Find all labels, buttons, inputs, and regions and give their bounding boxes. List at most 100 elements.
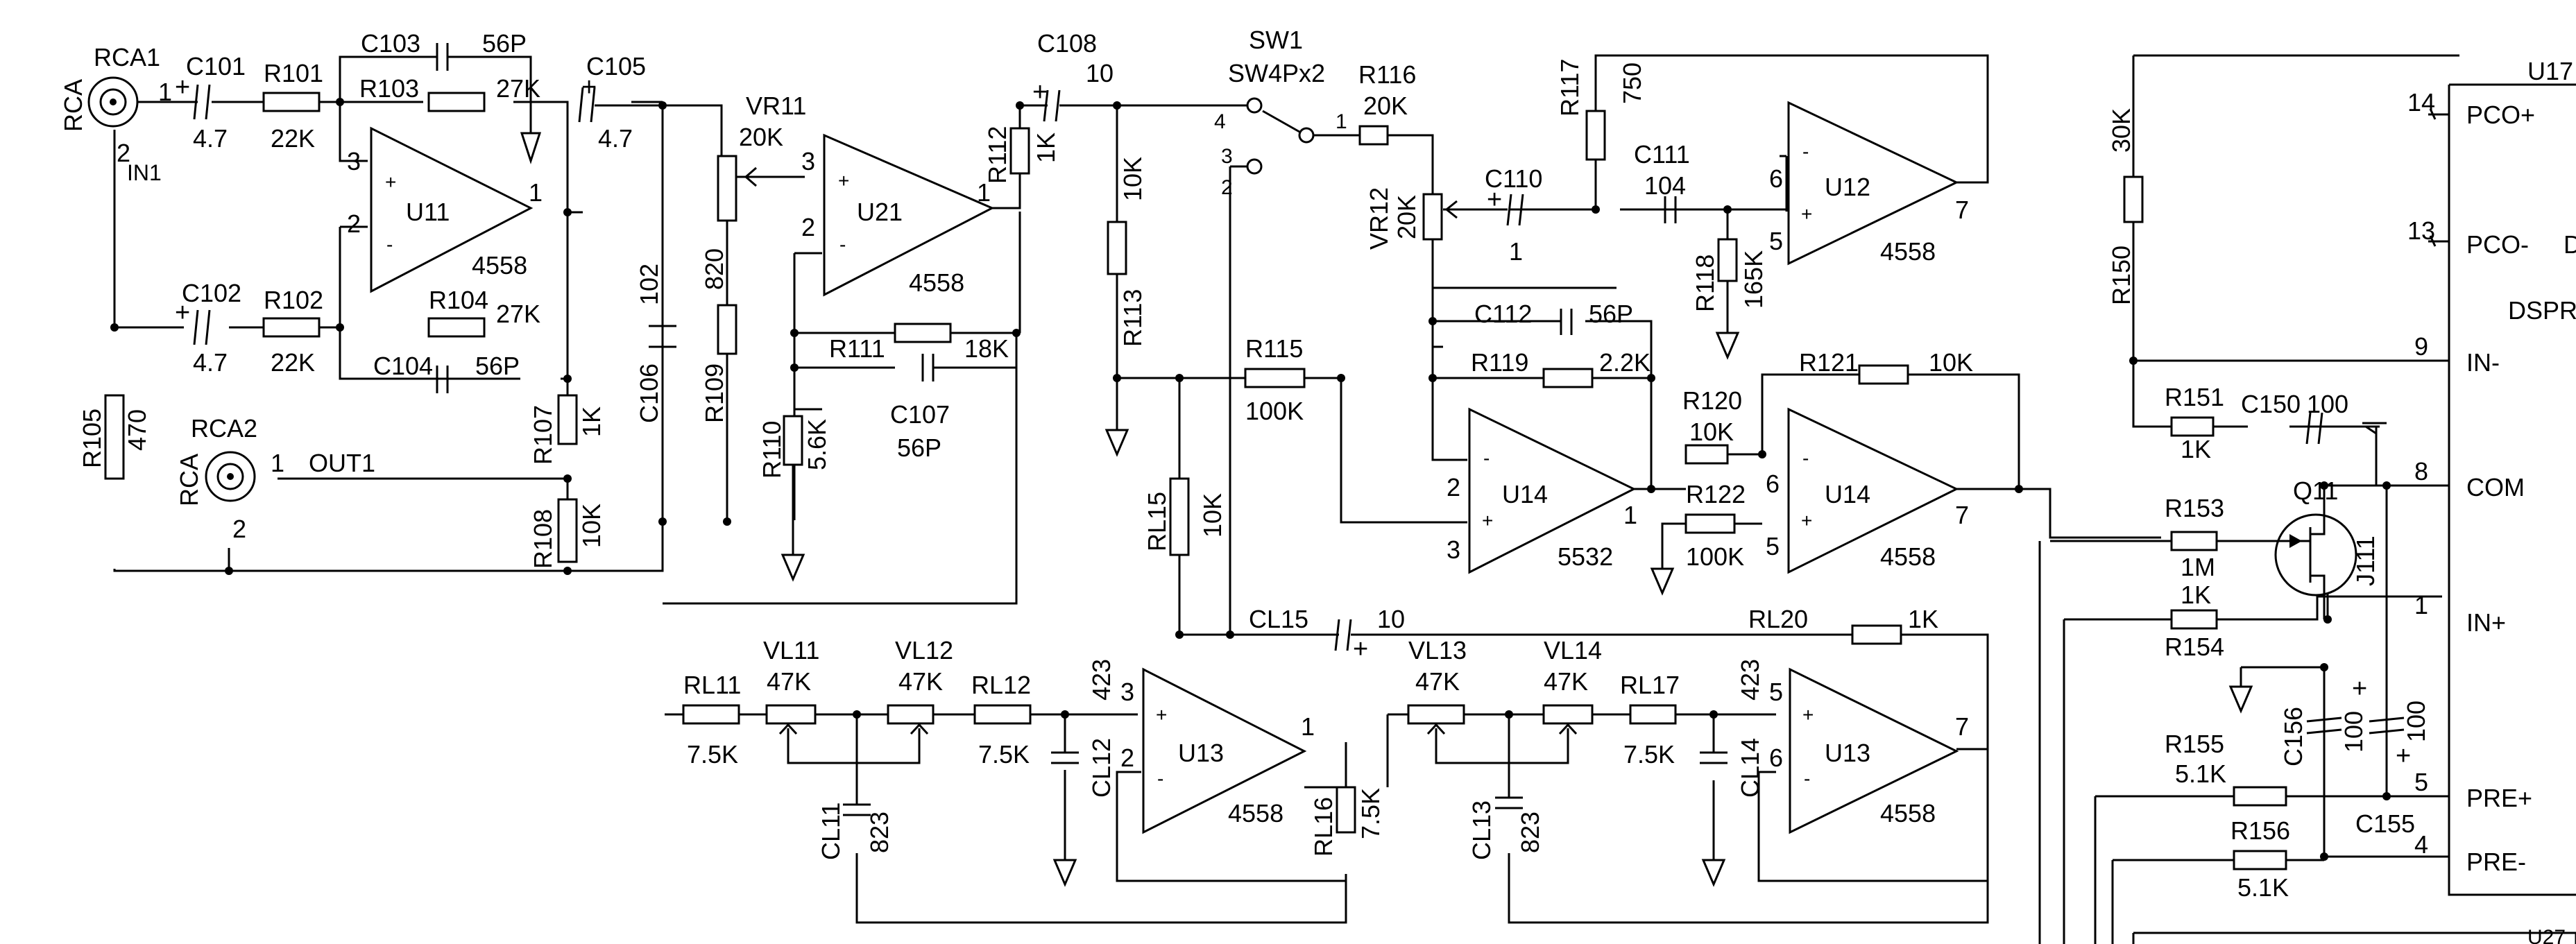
label-r118: R118: [1691, 255, 1719, 312]
label-r102: R102: [264, 286, 323, 314]
label-c108: C108: [1037, 29, 1097, 58]
label-r113: R113: [1118, 289, 1147, 347]
resistor-r122: [1684, 513, 1736, 534]
svg-text:-: -: [1157, 768, 1163, 789]
value-r115: 100K: [1245, 397, 1304, 425]
pin-label: 5: [1766, 532, 1780, 560]
resistor-rl17: [1629, 704, 1677, 725]
value-r116: 20K: [1363, 92, 1408, 120]
pin-label: 5: [1769, 678, 1783, 706]
pin-label: 7: [1955, 501, 1969, 529]
ground-icon: [1052, 836, 1077, 887]
capacitor-cl14: [1700, 751, 1728, 764]
value-r121: 10K: [1929, 348, 1973, 377]
pin-label: 1: [1623, 501, 1637, 529]
jfet-q11: [2262, 486, 2357, 619]
pin-label: 5: [1769, 227, 1783, 255]
pin-name: IN+: [2466, 608, 2506, 637]
pin-label: 6: [1769, 164, 1783, 193]
pin-label: 3: [1120, 678, 1134, 706]
value-vl11: 47K: [767, 667, 811, 696]
pin-label: 1: [271, 449, 284, 477]
label-rl11: RL11: [683, 671, 741, 699]
resistor-rl12: [973, 704, 1032, 725]
svg-text:+: +: [385, 171, 396, 193]
value-rl16: 7.5K: [1356, 788, 1385, 839]
label-sw1: SW1: [1249, 26, 1303, 54]
label-r104: R104: [429, 286, 488, 314]
ground-icon: [2362, 422, 2387, 435]
part-u14b: 4558: [1880, 542, 1936, 571]
capacitor-c103: [436, 43, 449, 71]
opamp-u13a: [1142, 667, 1307, 834]
junction-dots: [110, 98, 2391, 861]
value-c111: 104: [1644, 171, 1686, 200]
label-r119: R119: [1471, 348, 1528, 377]
svg-text:+: +: [1482, 510, 1493, 531]
svg-text:-: -: [1802, 447, 1809, 469]
opamp-u11: [370, 126, 534, 293]
capacitor-cl12: [1051, 751, 1079, 764]
value-c156: 100: [2339, 711, 2368, 753]
label-u12: U12: [1825, 173, 1870, 201]
pin-name: IN-: [2466, 348, 2500, 377]
value-r154: 1K: [2181, 581, 2211, 609]
label-vl11: VL11: [763, 636, 819, 664]
value-cl13: 823: [1516, 812, 1544, 853]
resistor-r113: [1107, 221, 1127, 275]
resistor-r154: [2170, 609, 2218, 630]
svg-text:-: -: [1802, 141, 1809, 162]
label-cl12: CL12: [1087, 738, 1116, 798]
value-vl12: 47K: [898, 667, 943, 696]
value-vl14: 47K: [1544, 667, 1588, 696]
svg-text:+: +: [1801, 203, 1812, 225]
svg-text:+: +: [1801, 510, 1812, 531]
svg-text:+: +: [838, 170, 849, 191]
value-r109: 820: [700, 248, 728, 290]
label-q11: Q11: [2293, 477, 2338, 505]
resistor-r117: [1585, 110, 1606, 161]
value-rl20: 1K: [1908, 605, 1938, 633]
value-c110: 1: [1509, 237, 1523, 266]
label-vl12: VL12: [895, 636, 953, 664]
opamp-u13b: [1789, 667, 1959, 834]
label-r150: R150: [2107, 246, 2135, 305]
pin-label: 7: [1955, 196, 1969, 224]
label-vl14: VL14: [1544, 636, 1602, 664]
label-u13b: U13: [1825, 739, 1870, 767]
pin-label: 8: [2414, 457, 2428, 486]
label-rca2: RCA2: [191, 414, 257, 443]
value-rl12: 7.5K: [978, 740, 1030, 769]
component-labels: RCA1 RCA 1 2 IN1 RCA2 RCA 1 2 OUT1 C101 …: [59, 26, 2576, 944]
svg-text:+: +: [1487, 185, 1502, 214]
label-r103: R103: [359, 74, 419, 103]
value-rl17: 7.5K: [1623, 740, 1675, 769]
capacitor-c110: [1506, 194, 1524, 226]
resistor-r111: [894, 323, 952, 343]
label-u14b: U14: [1825, 480, 1870, 508]
pin-label: 1: [529, 178, 543, 207]
label-r105: R105: [78, 409, 106, 468]
pot-vl11: [765, 704, 817, 725]
pot-vr12: [1422, 193, 1443, 241]
label-r153: R153: [2165, 494, 2224, 522]
capacitor-cl13: [1495, 796, 1523, 809]
value-vl13: 47K: [1415, 667, 1460, 696]
capacitor-c155: [2369, 716, 2405, 735]
label-u21: U21: [857, 198, 903, 226]
value-cl12: 423: [1087, 659, 1116, 701]
part-q11: J111: [2351, 535, 2380, 586]
label-vl13: VL13: [1408, 636, 1467, 664]
ground-icon: [1650, 565, 1675, 596]
opamp-symbols: [370, 101, 1959, 834]
svg-text:+: +: [1156, 704, 1167, 726]
pin-name: PCO+: [2466, 101, 2535, 129]
label-r151: R151: [2165, 383, 2224, 411]
value-c107: 56P: [897, 434, 941, 462]
pin-label: 2: [1120, 744, 1134, 772]
label-r101: R101: [264, 59, 323, 87]
value-r122: 100K: [1686, 542, 1744, 571]
label-r122: R122: [1686, 480, 1746, 508]
value-r112: 1K: [1032, 132, 1060, 163]
value-cl11: 823: [865, 812, 894, 853]
